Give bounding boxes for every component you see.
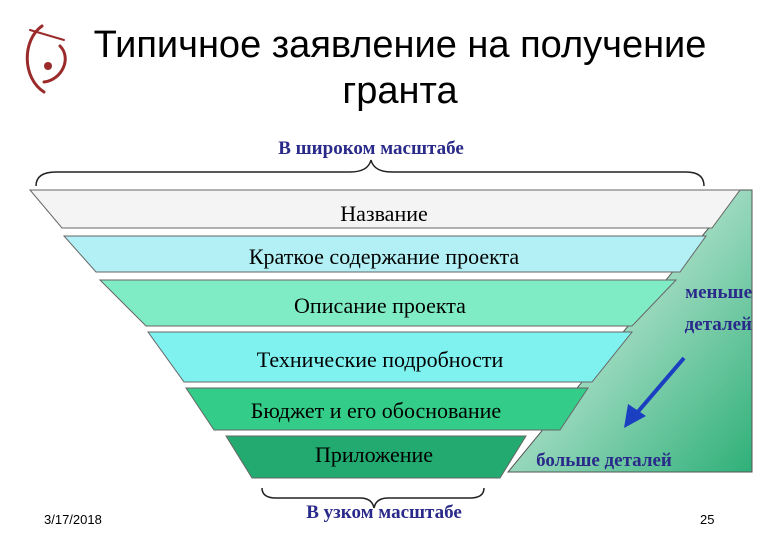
more-details-label: больше деталей xyxy=(536,450,672,471)
top-scale-label: В широком масштабе xyxy=(278,138,464,159)
slide-date: 3/17/2018 xyxy=(44,512,102,527)
bottom-scale-label: В узком масштабе xyxy=(306,502,462,523)
slide-title-line2: гранта xyxy=(342,70,458,112)
top-brace xyxy=(35,159,705,187)
bottom-brace xyxy=(261,487,485,509)
funnel-level-1 xyxy=(28,189,741,229)
less-details-label-line2: деталей xyxy=(685,314,752,335)
slide-title-line1: Типичное заявление на получение xyxy=(93,24,707,66)
down-left-arrow-icon xyxy=(624,356,686,428)
funnel-label-3: Описание проекта xyxy=(294,293,466,318)
atom-logo-icon xyxy=(25,24,67,94)
funnel-level-5 xyxy=(185,387,589,431)
slide-title: Типичное заявление на получение гранта xyxy=(60,22,740,114)
funnel-level-6 xyxy=(225,435,527,479)
funnel-label-5: Бюджет и его обоснование xyxy=(251,398,501,423)
slide-page-number: 25 xyxy=(700,512,715,527)
funnel xyxy=(28,189,741,479)
funnel-level-4 xyxy=(147,331,634,383)
less-details-label-line1: меньше xyxy=(685,282,752,303)
funnel-label-6: Приложение xyxy=(315,442,433,467)
funnel-label-4: Технические подробности xyxy=(257,347,504,372)
funnel-level-3 xyxy=(98,279,678,327)
funnel-label-1: Название xyxy=(340,201,428,226)
funnel-level-2 xyxy=(62,235,707,273)
funnel-label-2: Краткое содержание проекта xyxy=(249,244,520,269)
